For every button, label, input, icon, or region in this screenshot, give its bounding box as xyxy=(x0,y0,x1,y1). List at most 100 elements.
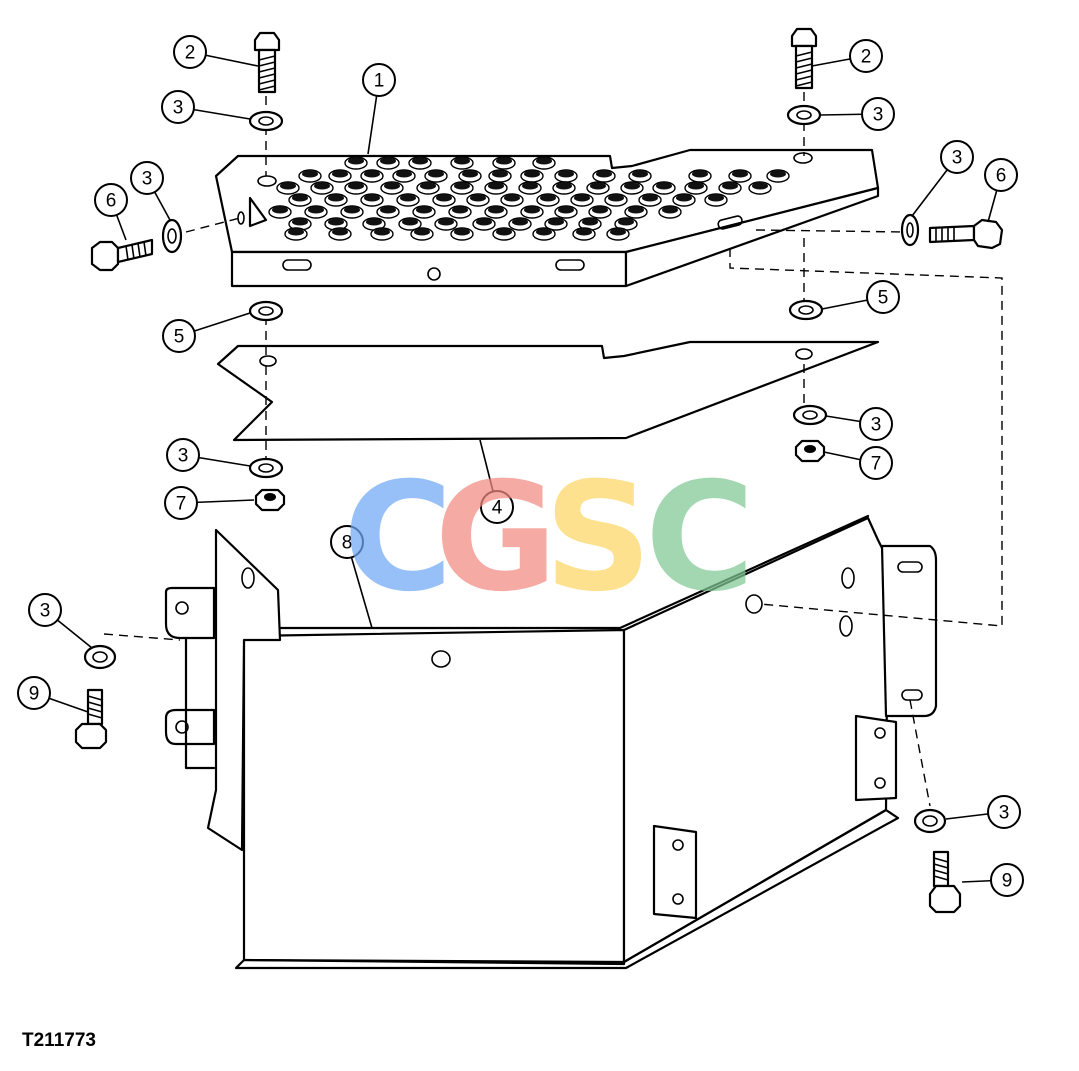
perforation-pattern xyxy=(268,156,790,241)
perforation-hole xyxy=(524,170,540,178)
perforation-hole xyxy=(420,182,436,190)
perforation-hole xyxy=(496,157,512,165)
callout-circle xyxy=(130,161,164,195)
callout: 3 xyxy=(911,140,974,217)
callout-number: 3 xyxy=(173,98,184,119)
perforation-hole xyxy=(512,218,528,226)
perforation-hole xyxy=(752,182,768,190)
callout: 3 xyxy=(825,407,893,441)
callout-number: 3 xyxy=(952,148,963,169)
perforation-hole xyxy=(596,170,612,178)
callout-circle xyxy=(987,795,1021,829)
callout: 2 xyxy=(811,39,883,73)
perforation-hole xyxy=(504,194,520,202)
callout-circle xyxy=(161,90,195,124)
perforation-hole xyxy=(642,194,658,202)
callout: 3 xyxy=(953,148,964,169)
callout-circle xyxy=(859,446,893,480)
callout: 3 xyxy=(945,795,1021,829)
callout-circle xyxy=(861,97,895,131)
callout-number: 3 xyxy=(873,105,884,126)
callout-circle xyxy=(166,438,200,472)
perforation-hole xyxy=(402,218,418,226)
watermark: C G S C xyxy=(343,451,755,625)
watermark-letter: S xyxy=(544,451,652,625)
callout-number: 1 xyxy=(374,71,385,92)
perforation-hole xyxy=(708,194,724,202)
fasteners xyxy=(74,27,1004,914)
watermark-letter: G xyxy=(434,451,557,625)
callout-number: 3 xyxy=(40,601,51,622)
callout-number: 6 xyxy=(996,166,1007,187)
perforation-hole xyxy=(332,170,348,178)
perforation-hole xyxy=(454,228,470,236)
perforation-hole xyxy=(688,182,704,190)
callout: 6 xyxy=(984,158,1018,223)
perforation-hole xyxy=(272,206,288,214)
watermark-letter: C xyxy=(645,451,755,625)
perforation-hole xyxy=(454,182,470,190)
callout-number: 5 xyxy=(174,327,185,348)
callout-circle xyxy=(330,525,364,559)
perforation-hole xyxy=(692,170,708,178)
bolt-left-side xyxy=(90,238,154,272)
callout: 2 xyxy=(173,35,259,69)
perforation-hole xyxy=(522,182,538,190)
callout-number: 9 xyxy=(1002,871,1013,892)
perforation-hole xyxy=(676,194,692,202)
callout-circle xyxy=(162,319,196,353)
perforation-hole xyxy=(540,194,556,202)
callout-number: 7 xyxy=(176,494,187,515)
callout-number: 8 xyxy=(342,533,353,554)
bolt-right-side xyxy=(928,218,1004,250)
perforation-hole xyxy=(292,218,308,226)
perforation-hole xyxy=(556,182,572,190)
callout-circle xyxy=(866,280,900,314)
perforation-hole xyxy=(454,157,470,165)
perforation-hole xyxy=(348,182,364,190)
step-plate xyxy=(214,148,880,288)
bolt-right-lower xyxy=(928,850,962,914)
callout-number: 3 xyxy=(871,415,882,436)
callout-number: 5 xyxy=(878,288,889,309)
callout: 6 xyxy=(94,183,128,241)
perforation-hole xyxy=(732,170,748,178)
perforation-hole xyxy=(582,218,598,226)
perforation-hole xyxy=(624,182,640,190)
perforation-hole xyxy=(548,218,564,226)
perforation-hole xyxy=(332,228,348,236)
perforation-hole xyxy=(414,228,430,236)
perforation-hole xyxy=(400,194,416,202)
callout-circle xyxy=(164,486,198,520)
callout-circle xyxy=(990,863,1024,897)
callout-number: 3 xyxy=(178,446,189,467)
bolt-left-lower xyxy=(74,688,108,750)
perforation-hole xyxy=(536,228,552,236)
callout: 3 xyxy=(161,90,251,124)
perforation-hole xyxy=(308,206,324,214)
perforation-hole xyxy=(476,218,492,226)
assembly-lines xyxy=(103,92,1003,807)
perforation-hole xyxy=(280,182,296,190)
callout-circle xyxy=(28,593,62,627)
perforation-hole xyxy=(574,194,590,202)
battery-box xyxy=(164,514,938,970)
callout-number: 6 xyxy=(106,191,117,212)
callout: 7 xyxy=(164,486,255,520)
perforation-hole xyxy=(302,170,318,178)
callout-circle xyxy=(173,35,207,69)
perforation-hole xyxy=(558,170,574,178)
callout-circle xyxy=(859,407,893,441)
perforation-hole xyxy=(380,206,396,214)
perforation-hole xyxy=(488,206,504,214)
callout-circle xyxy=(480,490,514,524)
perforation-hole xyxy=(496,228,512,236)
callout: 7 xyxy=(823,446,893,480)
callout-number: 3 xyxy=(999,803,1010,824)
perforation-hole xyxy=(524,206,540,214)
callout-circle xyxy=(849,39,883,73)
callout: 5 xyxy=(162,312,251,353)
callout: 3 xyxy=(130,161,171,221)
perforation-hole xyxy=(292,194,308,202)
perforation-hole xyxy=(366,218,382,226)
